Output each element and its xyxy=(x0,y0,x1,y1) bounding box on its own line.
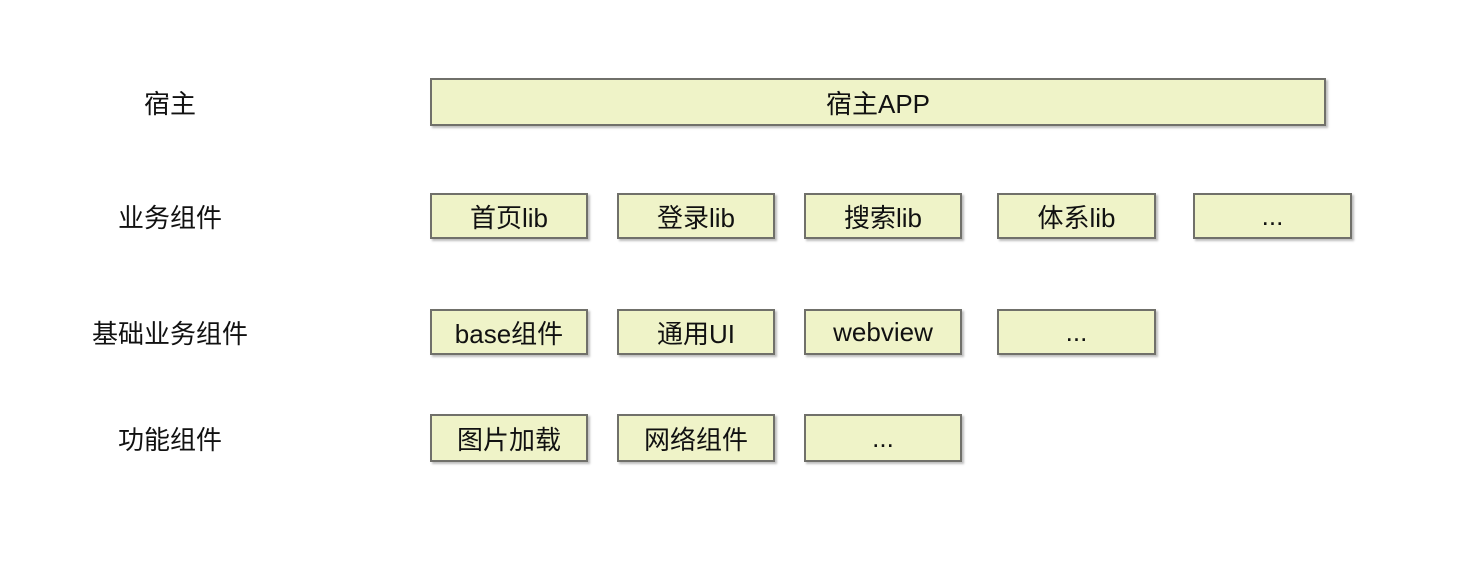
row-label-base-business-components: 基础业务组件 xyxy=(91,318,248,349)
row-label-business-components: 业务组件 xyxy=(117,202,222,233)
box-base-ellipsis: ... xyxy=(997,309,1156,355)
box-webview: webview xyxy=(804,309,962,355)
row-label-host: 宿主 xyxy=(143,88,196,119)
box-search-lib: 搜索lib xyxy=(804,193,962,239)
row-label-feature-components: 功能组件 xyxy=(117,424,222,455)
box-base-component: base组件 xyxy=(430,309,588,355)
box-image-loading: 图片加载 xyxy=(430,414,588,462)
box-common-ui: 通用UI xyxy=(617,309,775,355)
box-home-lib: 首页lib xyxy=(430,193,588,239)
box-feature-ellipsis: ... xyxy=(804,414,962,462)
box-network-component: 网络组件 xyxy=(617,414,775,462)
box-host-app: 宿主APP xyxy=(430,78,1326,126)
box-system-lib: 体系lib xyxy=(997,193,1156,239)
box-login-lib: 登录lib xyxy=(617,193,775,239)
box-business-ellipsis: ... xyxy=(1193,193,1352,239)
